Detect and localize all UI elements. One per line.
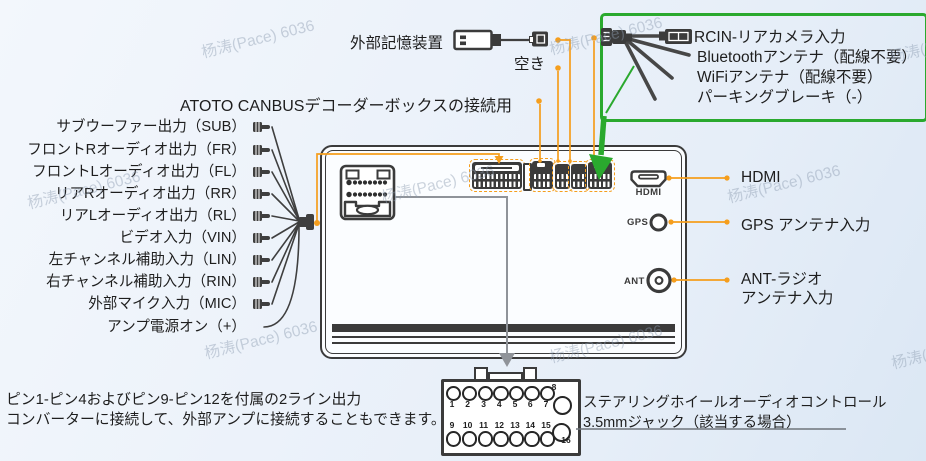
pin-number: 4: [496, 399, 502, 409]
rca-plug-icon: [253, 299, 270, 309]
port-label-lin: 左チャンネル補助入力（LIN）: [48, 252, 246, 268]
pin-hole-large: [551, 422, 571, 442]
pin-hole: [509, 386, 525, 402]
pin-hole-large: [552, 395, 572, 415]
heatsink-stripe: [332, 335, 675, 338]
orange-leader-lines: [316, 39, 727, 281]
rca-plug-icon: [253, 167, 270, 177]
rca-plug-icon: [253, 277, 270, 287]
rca-bundle-plug-icon: [299, 214, 314, 230]
ant-port-icon: [646, 267, 672, 294]
parking-brake-label: パーキングブレーキ（-）: [697, 89, 873, 106]
swc-label-line1: ステアリングホイールオーディオコントロール: [583, 395, 887, 411]
pin-number: 6: [527, 399, 533, 409]
pin-number: 14: [525, 420, 536, 430]
pin-number: 12: [494, 420, 505, 430]
rca-wires: [263, 126, 300, 328]
pin-hole: [446, 431, 462, 447]
heatsink-stripe: [332, 341, 675, 344]
port-label-mic: 外部マイク入力（MIC）: [88, 296, 246, 312]
port-label-fr: フロントRオーディオ出力（FR）: [27, 142, 246, 158]
hdmi-label: HDMI: [741, 169, 781, 186]
ant-radio-label-line2: アンテナ入力: [741, 290, 834, 307]
empty-port-label: 空き: [514, 56, 546, 73]
green-arrow: [589, 65, 635, 180]
pin-number: 3: [481, 399, 486, 409]
swc-label-line2: 3.5mmジャック（該当する場合）: [583, 415, 801, 431]
usb-socket: [568, 161, 590, 192]
heatsink-stripe: [332, 324, 675, 332]
hdmi-port-icon: [630, 170, 667, 188]
amp-power-wire: [263, 225, 300, 328]
pin-number: 7: [543, 399, 549, 409]
port-label-rr: リアRオーディオ出力（RR）: [54, 186, 246, 202]
socket-divider: [523, 163, 532, 191]
gps-port-text: GPS: [627, 217, 649, 228]
socket-slot-bar: [481, 167, 512, 170]
pin-number: 1: [449, 399, 455, 409]
pin-number: 5: [512, 399, 518, 409]
rca-plug-icon: [253, 122, 270, 132]
rca-plug-icon: [253, 233, 270, 243]
ant-radio-label-line1: ANT-ラジオ: [741, 271, 823, 288]
pin-hole: [509, 431, 525, 447]
iso-block-drawing: [339, 164, 396, 221]
iso-16pin-connector: 1 2 3 4 5 6 7 8 9 10 11 12 13 14 15 16: [441, 365, 583, 457]
bluetooth-antenna-label: Bluetoothアンテナ（配線不要）: [697, 49, 917, 66]
pin-number: 2: [465, 399, 470, 409]
pin-hole: [493, 431, 509, 447]
pin-hole: [461, 431, 477, 447]
pin-number: 16: [561, 435, 571, 445]
pin-number: 10: [462, 420, 473, 430]
pin-hole: [446, 386, 462, 402]
rca-plug-icon: [253, 145, 270, 155]
pin-note-line2: コンバーターに接続して、外部アンプに接続することもできます。: [6, 412, 446, 428]
hdmi-port-text: HDMI: [635, 187, 662, 198]
pin-note-line1: ピン1-ピン4およびピン9-ピン12を付属の2ライン出力: [6, 392, 362, 408]
port-label-rl: リアLオーディオ出力（RL）: [59, 208, 246, 224]
main-harness-socket: [469, 159, 525, 192]
gps-antenna-label: GPS アンテナ入力: [741, 217, 871, 234]
pin-hole: [477, 431, 493, 447]
rca-plug-icon: [253, 211, 270, 221]
rca-plug-icon: [253, 255, 270, 265]
pin-number: 15: [541, 420, 551, 430]
port-label-rin: 右チャンネル補助入力（RIN）: [46, 274, 246, 290]
pin-hole: [477, 386, 493, 402]
rcin-label: RCIN-リアカメラ入力: [694, 29, 846, 46]
gps-port-icon: [649, 213, 668, 232]
port-label-fl: フロントLオーディオ出力（FL）: [32, 164, 246, 180]
port-label-vin: ビデオ入力（VIN）: [119, 230, 247, 246]
pin-number: 13: [510, 420, 520, 430]
wifi-antenna-label: WiFiアンテナ（配線不要）: [697, 69, 883, 86]
port-label-sub: サブウーファー出力（SUB）: [56, 119, 246, 135]
usb-plug-icon: [453, 29, 548, 51]
orange-dots: [314, 35, 730, 283]
pin-hole: [493, 386, 509, 402]
pin-hole: [461, 386, 477, 402]
pin-number: 8: [551, 382, 557, 392]
pin-number: 9: [449, 420, 455, 430]
rca-plug-icon: [253, 189, 270, 199]
port-label-amp: アンプ電源オン（+）: [107, 319, 246, 335]
canbus-socket: [528, 158, 556, 192]
spare-socket: [552, 161, 573, 192]
io-harness-drawing: [601, 28, 692, 101]
pin-hole: [540, 386, 556, 402]
pin-number: 11: [479, 420, 489, 430]
canbus-connection-label: ATOTO CANBUSデコーダーボックスの接続用: [180, 98, 512, 115]
pin-hole: [524, 386, 540, 402]
iso-to-16pin-line: [395, 196, 515, 367]
ant-port-text: ANT: [624, 276, 645, 287]
orange-arrowhead: [494, 156, 504, 164]
pin-hole: [524, 431, 540, 447]
external-storage-label: 外部記憶装置: [350, 35, 444, 52]
